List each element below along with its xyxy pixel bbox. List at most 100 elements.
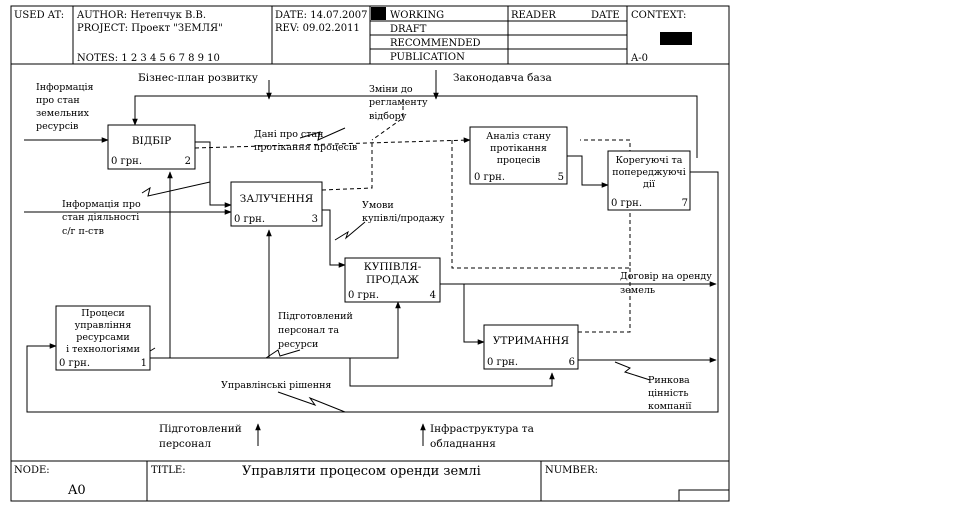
reader-label: READER [511,10,556,21]
box-title-line: попереджуючі [612,167,685,178]
label-info-activity: Інформація про стан діяльності с/г п-ств [62,199,141,237]
status-publication: PUBLICATION [390,52,465,63]
box-number: 1 [141,358,147,369]
box-title-line: Аналіз стану [486,131,551,142]
svg-text:компанії: компанії [648,401,691,412]
label-infrastructure: Інфраструктура та обладнання [430,423,534,450]
title-label: TITLE: [151,465,186,476]
dashed-connectors [194,99,631,333]
svg-text:протікання процесів: протікання процесів [254,142,357,153]
label-trained-staff-mid: Підготовлений персонал та ресурси [278,311,353,350]
box-analysis[interactable]: Аналіз стану протікання процесів 0 грн. … [469,126,568,185]
connector-lines [24,70,719,446]
svg-text:Підготовлений: Підготовлений [278,311,353,322]
box-resource-management[interactable]: Процеси управління ресурсами і технологі… [55,305,151,371]
label-lease-contract: Договір на оренду земель [620,271,712,296]
svg-text:Умови: Умови [362,200,394,211]
author-field: AUTHOR: Нетепчук В.В. [76,10,206,21]
box-number: 7 [682,198,688,209]
label-info-land: Інформація про стан земельних ресурсів [36,82,94,132]
box-title-line: протікання [490,143,547,154]
label-management-decisions: Управлінські рішення [221,380,331,391]
node-value: A0 [67,483,86,498]
svg-text:про стан: про стан [36,95,80,106]
box-cost: 0 грн. [59,358,90,369]
box-number: 3 [312,214,318,225]
box-cost: 0 грн. [234,214,265,225]
svg-text:Зміни до: Зміни до [369,84,413,95]
project-field: PROJECT: Проект "ЗЕМЛЯ" [77,23,223,34]
svg-text:Дані про стан: Дані про стан [254,129,324,140]
number-label: NUMBER: [545,465,598,476]
context-node: A-0 [630,53,648,64]
working-status-marker [371,7,386,20]
label-process-data: Дані про стан протікання процесів [254,129,357,153]
label-market-value: Ринкова цінність компанії [648,375,691,412]
box-utrymannya[interactable]: УТРИМАННЯ 0 грн. 6 [483,324,579,370]
svg-text:Підготовлений: Підготовлений [159,423,242,435]
box-title-line: ПРОДАЖ [366,274,419,286]
box-title-line: УТРИМАННЯ [493,335,569,347]
svg-text:стан діяльності: стан діяльності [62,212,139,223]
context-label: CONTEXT: [631,10,686,21]
box-cost: 0 грн. [474,172,505,183]
diagram-title: Управляти процесом оренди землі [242,464,481,479]
box-title-line: Процеси [81,308,124,319]
box-cost: 0 грн. [111,156,142,167]
label-sale-conditions: Умови купівлі/продажу [362,200,445,224]
node-label: NODE: [14,465,50,476]
label-business-plan: Бізнес-план розвитку [138,72,259,84]
rev-field: REV: 09.02.2011 [275,23,360,34]
reader-date-label: DATE [591,10,620,21]
box-title-line: управління [75,320,132,331]
svg-text:обладнання: обладнання [430,438,496,450]
label-regulation-changes: Зміни до регламенту відбору [369,84,428,122]
box-title-line: ЗАЛУЧЕННЯ [240,193,313,205]
svg-text:Інформація: Інформація [36,82,94,93]
svg-text:відбору: відбору [369,111,407,122]
box-cost: 0 грн. [348,290,379,301]
notes-field: NOTES: 1 2 3 4 5 6 7 8 9 10 [77,53,220,64]
svg-text:Інфраструктура та: Інфраструктура та [430,423,534,435]
svg-text:Договір на оренду: Договір на оренду [620,271,712,282]
box-title-line: КУПІВЛЯ- [364,261,422,273]
svg-text:земель: земель [620,285,655,296]
box-kupivlya-prodazh[interactable]: КУПІВЛЯ- ПРОДАЖ 0 грн. 4 [344,257,441,303]
label-trained-staff-bottom: Підготовлений персонал [159,423,242,450]
box-title-line: процесів [497,155,541,166]
status-working: WORKING [390,10,444,21]
box-number: 6 [569,357,575,368]
label-legislation: Законодавча база [453,72,552,84]
status-recommended: RECOMMENDED [390,38,481,49]
svg-text:регламенту: регламенту [369,97,428,108]
box-title-line: ВІДБІР [132,135,171,147]
svg-text:цінність: цінність [648,388,689,399]
footer-frame [10,460,730,502]
box-vidbir[interactable]: ВІДБІР 0 грн. 2 [107,124,196,170]
box-title-line: ресурсами [76,332,129,343]
svg-text:ресурсів: ресурсів [36,121,78,132]
box-cost: 0 грн. [487,357,518,368]
context-thumbnail [660,32,692,45]
svg-text:Ринкова: Ринкова [648,375,690,386]
box-number: 4 [430,290,436,301]
label-leaders [141,127,651,413]
svg-text:Інформація про: Інформація про [62,199,141,210]
svg-text:земельних: земельних [36,108,90,119]
box-title-line: Корегуючі та [616,155,683,166]
box-title-line: і технологіями [66,344,140,355]
svg-text:ресурси: ресурси [278,339,318,350]
svg-text:с/г п-ств: с/г п-ств [62,226,104,237]
date-field: DATE: 14.07.2007 [275,10,367,21]
box-corrective[interactable]: Корегуючі та попереджуючі дії 0 грн. 7 [607,150,691,211]
box-number: 2 [185,156,191,167]
box-number: 5 [558,172,564,183]
svg-text:персонал: персонал [159,438,211,450]
box-zaluchennya[interactable]: ЗАЛУЧЕННЯ 0 грн. 3 [230,181,323,227]
used-at-label: USED AT: [14,10,64,21]
status-draft: DRAFT [390,24,427,35]
svg-text:купівлі/продажу: купівлі/продажу [362,213,445,224]
box-title-line: дії [643,179,655,190]
svg-text:персонал та: персонал та [278,325,339,336]
